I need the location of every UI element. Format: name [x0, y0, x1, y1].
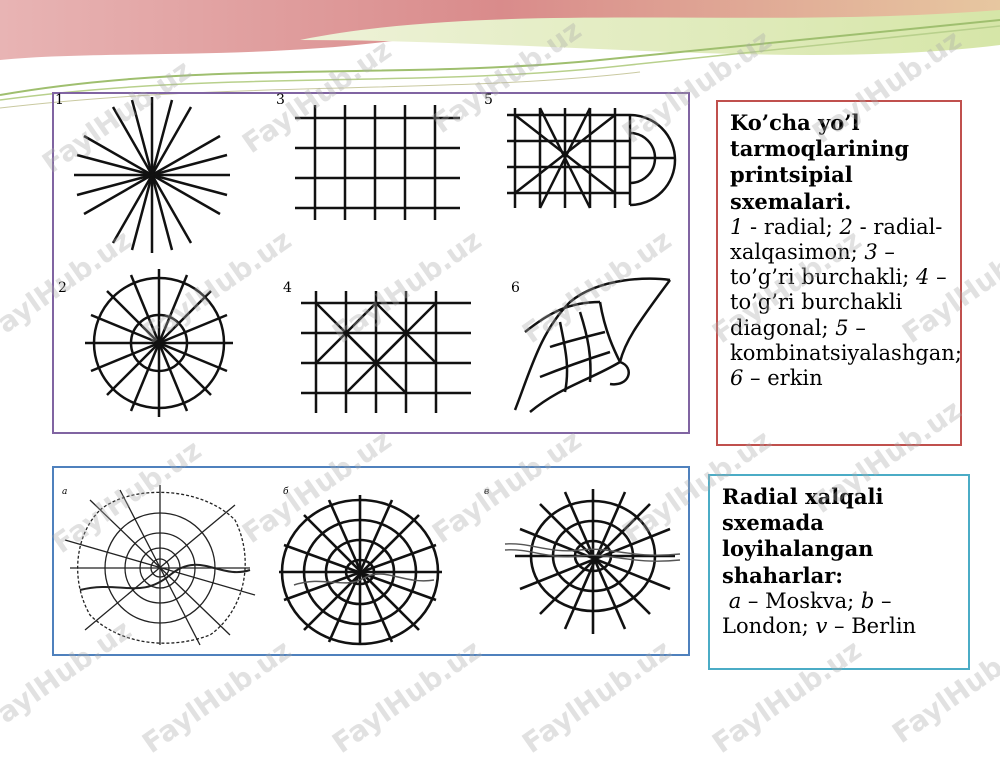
city-label-a: a [62, 487, 68, 497]
city-a-name: – Moskva; [741, 588, 861, 613]
scheme-number-5: 5 [484, 92, 493, 108]
scheme-6-number: 6 [730, 365, 744, 390]
scheme-6-label: – erkin [743, 365, 823, 390]
cities-caption: Radial xalqali sxemada loyihalangan shah… [708, 474, 970, 670]
moscow-plan-map [64, 485, 256, 646]
berlin-plan-map [504, 489, 681, 634]
scheme-number-1: 1 [55, 92, 64, 108]
scheme-4-number: 4 [916, 265, 930, 290]
city-plans-panel [52, 466, 690, 656]
scheme-number-4: 4 [283, 280, 292, 296]
cities-caption-title: Radial xalqali sxemada loyihalangan shah… [722, 484, 884, 588]
schemes-caption: Ko’cha yo’l tarmoqlarining printsipial s… [716, 100, 962, 446]
scheme-number-2: 2 [58, 280, 67, 296]
city-label-v: в [484, 487, 490, 497]
scheme-number-6: 6 [511, 280, 520, 296]
scheme-1-label: - radial; [743, 214, 840, 239]
city-label-b: б [283, 487, 289, 497]
scheme-3-label: – to’g’ri burchakli; [730, 239, 917, 290]
rectangular-grid-scheme-diagram [295, 105, 460, 220]
scheme-1-number: 1 [730, 214, 744, 239]
street-schemes-panel [52, 92, 690, 434]
scheme-2-number: 2 [839, 214, 853, 239]
scheme-4-label: – to’g’ri burchakli diagonal; [730, 265, 947, 340]
city-v-letter: v [815, 613, 828, 638]
rectangular-diagonal-scheme-diagram [301, 291, 471, 413]
header-wave-decoration [0, 0, 1000, 109]
scheme-5-label: – kombinatsiyalashgan; [730, 315, 962, 365]
schemes-caption-title: Ko’cha yo’l tarmoqlarining printsipial s… [730, 110, 910, 214]
city-v-name: – Berlin [827, 613, 917, 638]
radial-ring-scheme-diagram [85, 269, 233, 417]
scheme-2-label: - radial-xalqasimon; [730, 214, 943, 264]
combined-scheme-diagram [507, 107, 677, 209]
radial-scheme-diagram [74, 97, 230, 253]
scheme-3-number: 3 [864, 239, 878, 264]
city-b-letter: b [860, 588, 875, 613]
free-scheme-diagram [513, 277, 672, 413]
scheme-5-number: 5 [835, 315, 849, 340]
scheme-number-3: 3 [276, 92, 285, 108]
london-plan-map [279, 495, 442, 646]
city-b-name: – London; [722, 588, 892, 638]
city-a-letter: a [728, 588, 742, 613]
